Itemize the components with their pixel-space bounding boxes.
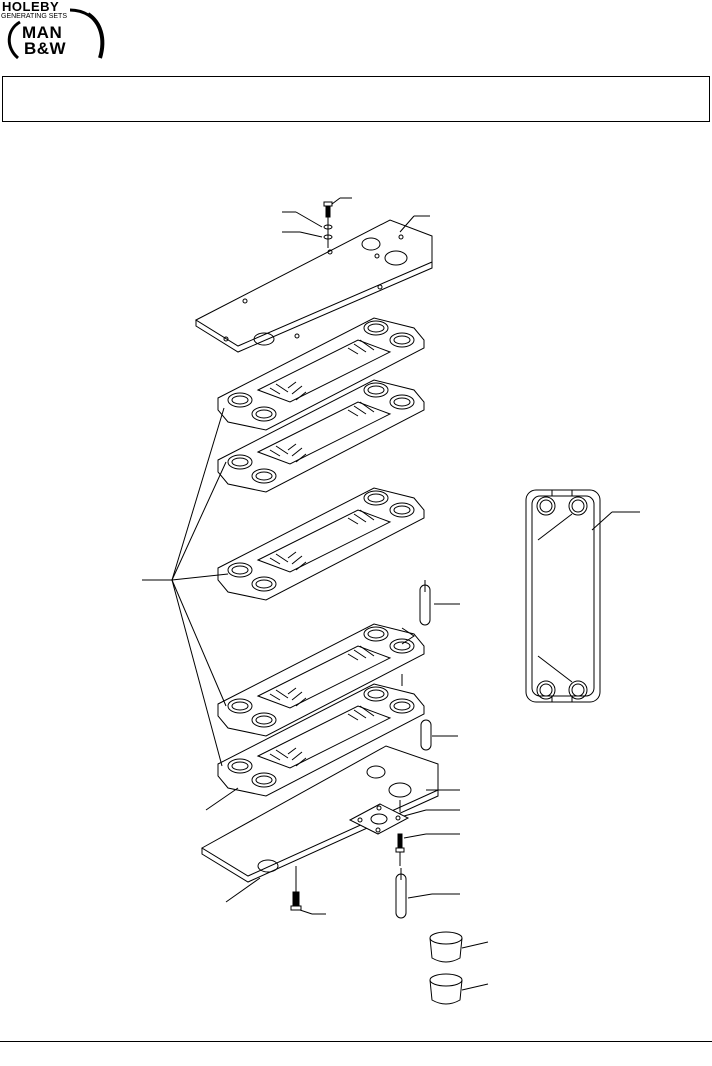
plate-leader-lines	[142, 407, 229, 767]
left-leader-lines	[205, 787, 261, 903]
guide-roller	[420, 719, 458, 751]
company-logo: HOLEBY GENERATING SETS MAN B&W	[0, 0, 110, 60]
logo-swoosh-icon	[7, 8, 105, 60]
top-bolt-assembly	[282, 197, 430, 248]
bushing-1	[429, 931, 489, 963]
bottom-leader-lines	[403, 789, 460, 839]
title-box	[2, 76, 710, 122]
bottom-bolt	[395, 833, 405, 866]
guide-bar-upper	[401, 580, 460, 686]
title-box-rule	[2, 121, 710, 122]
bottom-frame-plate	[201, 745, 439, 883]
bushing-2	[429, 973, 489, 1005]
exploded-heat-exchanger-drawing	[142, 197, 640, 1005]
connection-flange	[348, 800, 410, 835]
guide-bar-lower	[395, 868, 460, 919]
top-frame-plate	[194, 219, 433, 353]
frame-bolt	[290, 866, 326, 915]
logo-brand-line1: MAN	[22, 23, 63, 42]
footer-rule	[0, 1041, 712, 1042]
gasket-front-view	[525, 489, 640, 703]
logo-brand-sub: GENERATING SETS	[1, 13, 67, 20]
logo-brand-top: HOLEBY	[2, 0, 60, 14]
logo-brand-line2: B&W	[24, 39, 67, 58]
plate-3	[217, 487, 425, 601]
